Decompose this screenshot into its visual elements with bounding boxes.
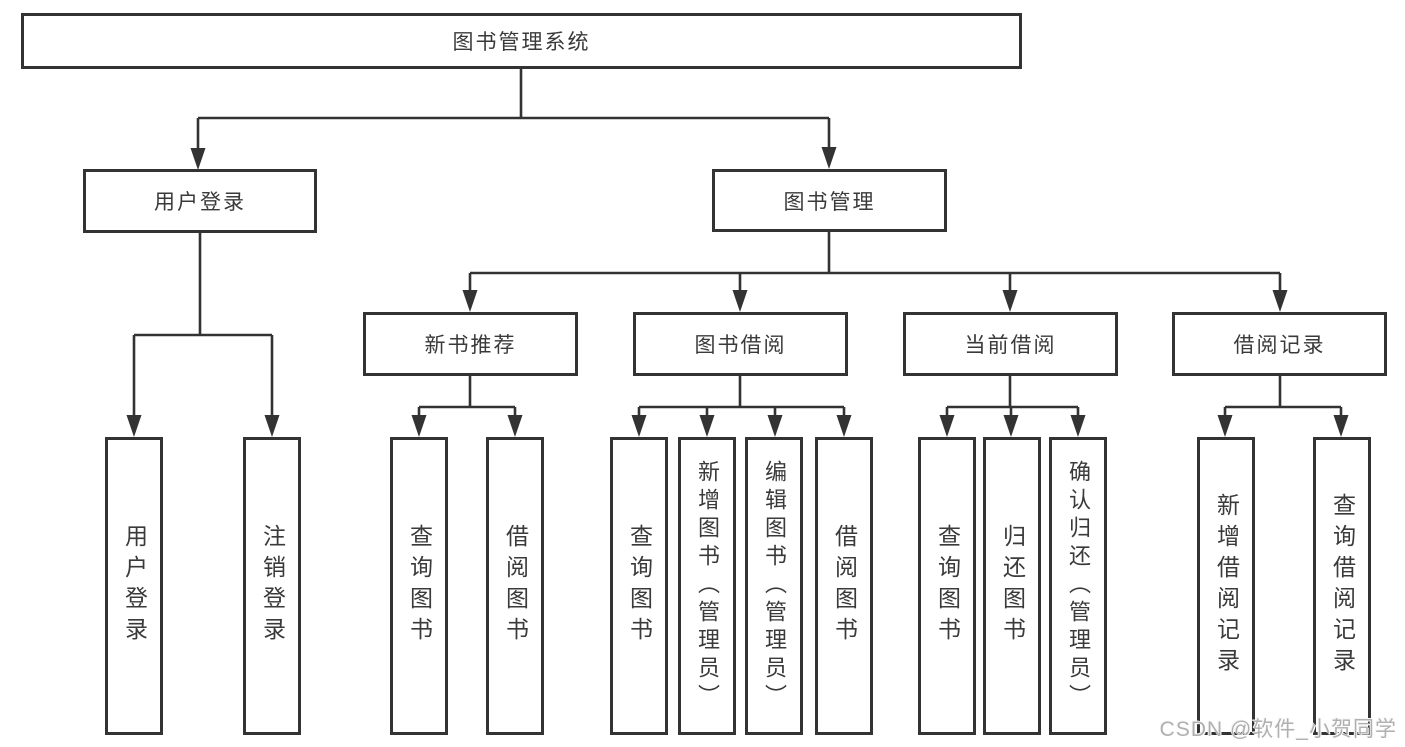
node-borrowing-records: 借阅记录 — [1172, 312, 1387, 376]
node-current-borrowing: 当前借阅 — [903, 312, 1118, 376]
leaf-add-borrow-record: 新增借阅记录 — [1197, 437, 1255, 735]
leaf-query-books-recommend: 查询图书 — [390, 437, 448, 735]
node-book-borrowing: 图书借阅 — [633, 312, 848, 376]
leaf-confirm-return-admin: 确认归还（管理员） — [1049, 437, 1107, 735]
node-system-root: 图书管理系统 — [21, 13, 1022, 69]
leaf-query-borrow-record: 查询借阅记录 — [1313, 437, 1371, 735]
node-user-login: 用户登录 — [83, 169, 317, 233]
leaf-return-books: 归还图书 — [983, 437, 1041, 735]
node-book-management: 图书管理 — [712, 169, 947, 232]
node-new-book-recommend: 新书推荐 — [363, 312, 578, 376]
watermark: CSDN @软件_小贺同学 — [1159, 718, 1397, 741]
leaf-user-login: 用户登录 — [105, 437, 163, 735]
leaf-query-books-borrowing: 查询图书 — [610, 437, 668, 735]
leaf-logout: 注销登录 — [243, 437, 301, 735]
leaf-borrow-books: 借阅图书 — [815, 437, 873, 735]
leaf-edit-books-admin: 编辑图书（管理员） — [745, 437, 803, 735]
leaf-query-books-current: 查询图书 — [918, 437, 976, 735]
arrowheads — [126, 147, 1349, 437]
leaf-borrow-books-recommend: 借阅图书 — [486, 437, 544, 735]
leaf-add-books-admin: 新增图书（管理员） — [678, 437, 736, 735]
